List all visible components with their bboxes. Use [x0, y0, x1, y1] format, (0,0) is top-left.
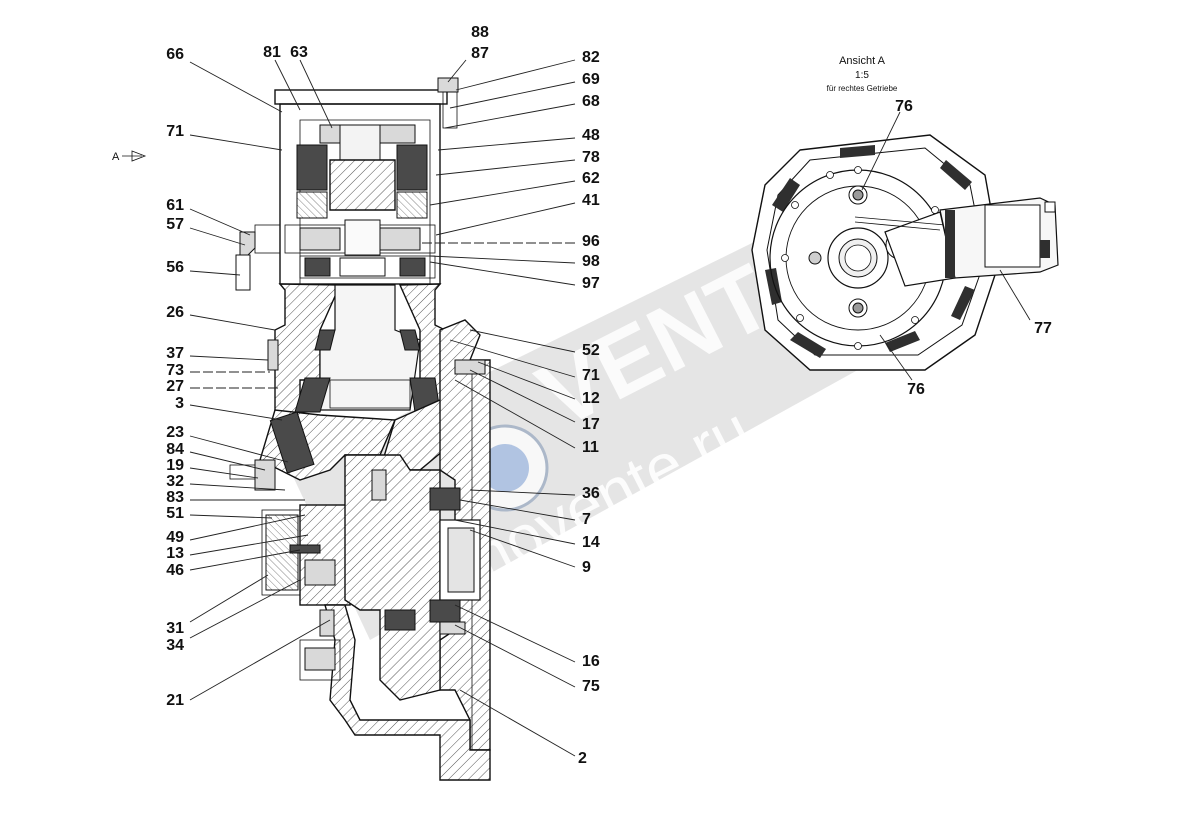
callout-23: 23: [166, 424, 184, 441]
callout-16: 16: [582, 653, 600, 670]
view-a-note: für rechtes Getriebe: [827, 84, 898, 93]
callout-98: 98: [582, 253, 600, 270]
callout-84: 84: [166, 441, 184, 458]
callout-96: 96: [582, 233, 600, 250]
callout-83: 83: [166, 489, 184, 506]
callout-13: 13: [166, 545, 184, 562]
callout-52: 52: [582, 342, 600, 359]
callout-21: 21: [166, 692, 184, 709]
callout-9: 9: [582, 559, 591, 576]
callout-81: 81: [263, 44, 281, 61]
callout-12: 12: [582, 390, 600, 407]
callouts-top: 81 63 88 87: [263, 24, 489, 62]
callout-34: 34: [166, 637, 184, 654]
callout-57: 57: [166, 216, 184, 233]
callout-48: 48: [582, 127, 600, 144]
view-a-marker: A: [112, 150, 147, 163]
callout-26: 26: [166, 304, 184, 321]
view-a-title: Ansicht A: [839, 55, 886, 67]
callout-51: 51: [166, 505, 184, 522]
view-a-marker-label: A: [112, 151, 120, 163]
callout-73: 73: [166, 362, 184, 379]
callout-61: 61: [166, 197, 184, 214]
callout-31: 31: [166, 620, 184, 637]
callout-37: 37: [166, 345, 184, 362]
callout-71: 71: [166, 123, 184, 140]
callout-66: 66: [166, 46, 184, 63]
callout-17: 17: [582, 416, 600, 433]
callout-56: 56: [166, 259, 184, 276]
callout-2: 2: [578, 750, 587, 767]
callout-88: 88: [471, 24, 489, 41]
callout-41: 41: [582, 192, 600, 209]
view-a-drawing: Ansicht A 1:5 für rechtes Getriebe: [751, 55, 1059, 371]
callout-69: 69: [582, 71, 600, 88]
callout-46: 46: [166, 562, 184, 579]
callout-49: 49: [166, 529, 184, 546]
callout-11: 11: [582, 439, 599, 456]
callout-75: 75: [582, 678, 600, 695]
callout-27: 27: [166, 378, 184, 395]
callout-63: 63: [290, 44, 308, 61]
callout-62: 62: [582, 170, 600, 187]
callout-76-bottom: 76: [907, 381, 925, 398]
callout-7: 7: [582, 511, 591, 528]
callouts-left: 66 71 61 57 56 26 37 73 27 3 23 84 19 32…: [166, 46, 184, 709]
callout-77: 77: [1034, 320, 1052, 337]
callout-82: 82: [582, 49, 600, 66]
callout-32: 32: [166, 473, 184, 490]
callout-71-right: 71: [582, 367, 600, 384]
callout-14: 14: [582, 534, 600, 551]
callouts-view-a: 76 77 76: [895, 98, 1052, 398]
gearbox-section-view: [229, 77, 491, 781]
view-a-scale: 1:5: [855, 70, 869, 81]
callout-68: 68: [582, 93, 600, 110]
callout-78: 78: [582, 149, 600, 166]
leader-lines: [189, 59, 1031, 757]
callout-97: 97: [582, 275, 600, 292]
callouts-right: 82 69 68 48 78 62 41 96 98 97 52 71 12 1…: [578, 49, 600, 767]
callout-76-top: 76: [895, 98, 913, 115]
callout-36: 36: [582, 485, 600, 502]
callout-87: 87: [471, 45, 489, 62]
callout-3: 3: [175, 395, 184, 412]
callout-19: 19: [166, 457, 184, 474]
